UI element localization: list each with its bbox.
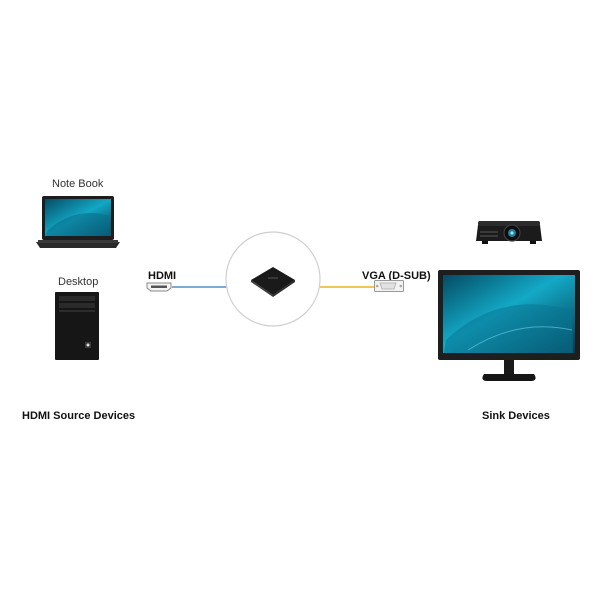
notebook-image <box>36 196 120 248</box>
notebook-label: Note Book <box>52 178 104 190</box>
desktop-label: Desktop <box>58 276 99 288</box>
desktop-tower-image <box>55 292 99 360</box>
converter-chip-icon <box>251 267 295 297</box>
vga-label: VGA (D-SUB) <box>362 270 431 282</box>
source-devices-label: HDMI Source Devices <box>22 410 136 422</box>
hdmi-connector-icon <box>146 282 172 292</box>
vga-output-line <box>320 286 376 288</box>
monitor-image <box>438 270 580 381</box>
vga-connector-icon <box>374 280 404 292</box>
hdmi-input-line <box>172 286 230 288</box>
hdmi-label: HDMI <box>148 270 177 282</box>
sink-devices-label: Sink Devices <box>482 410 550 422</box>
projector-image <box>476 221 542 244</box>
